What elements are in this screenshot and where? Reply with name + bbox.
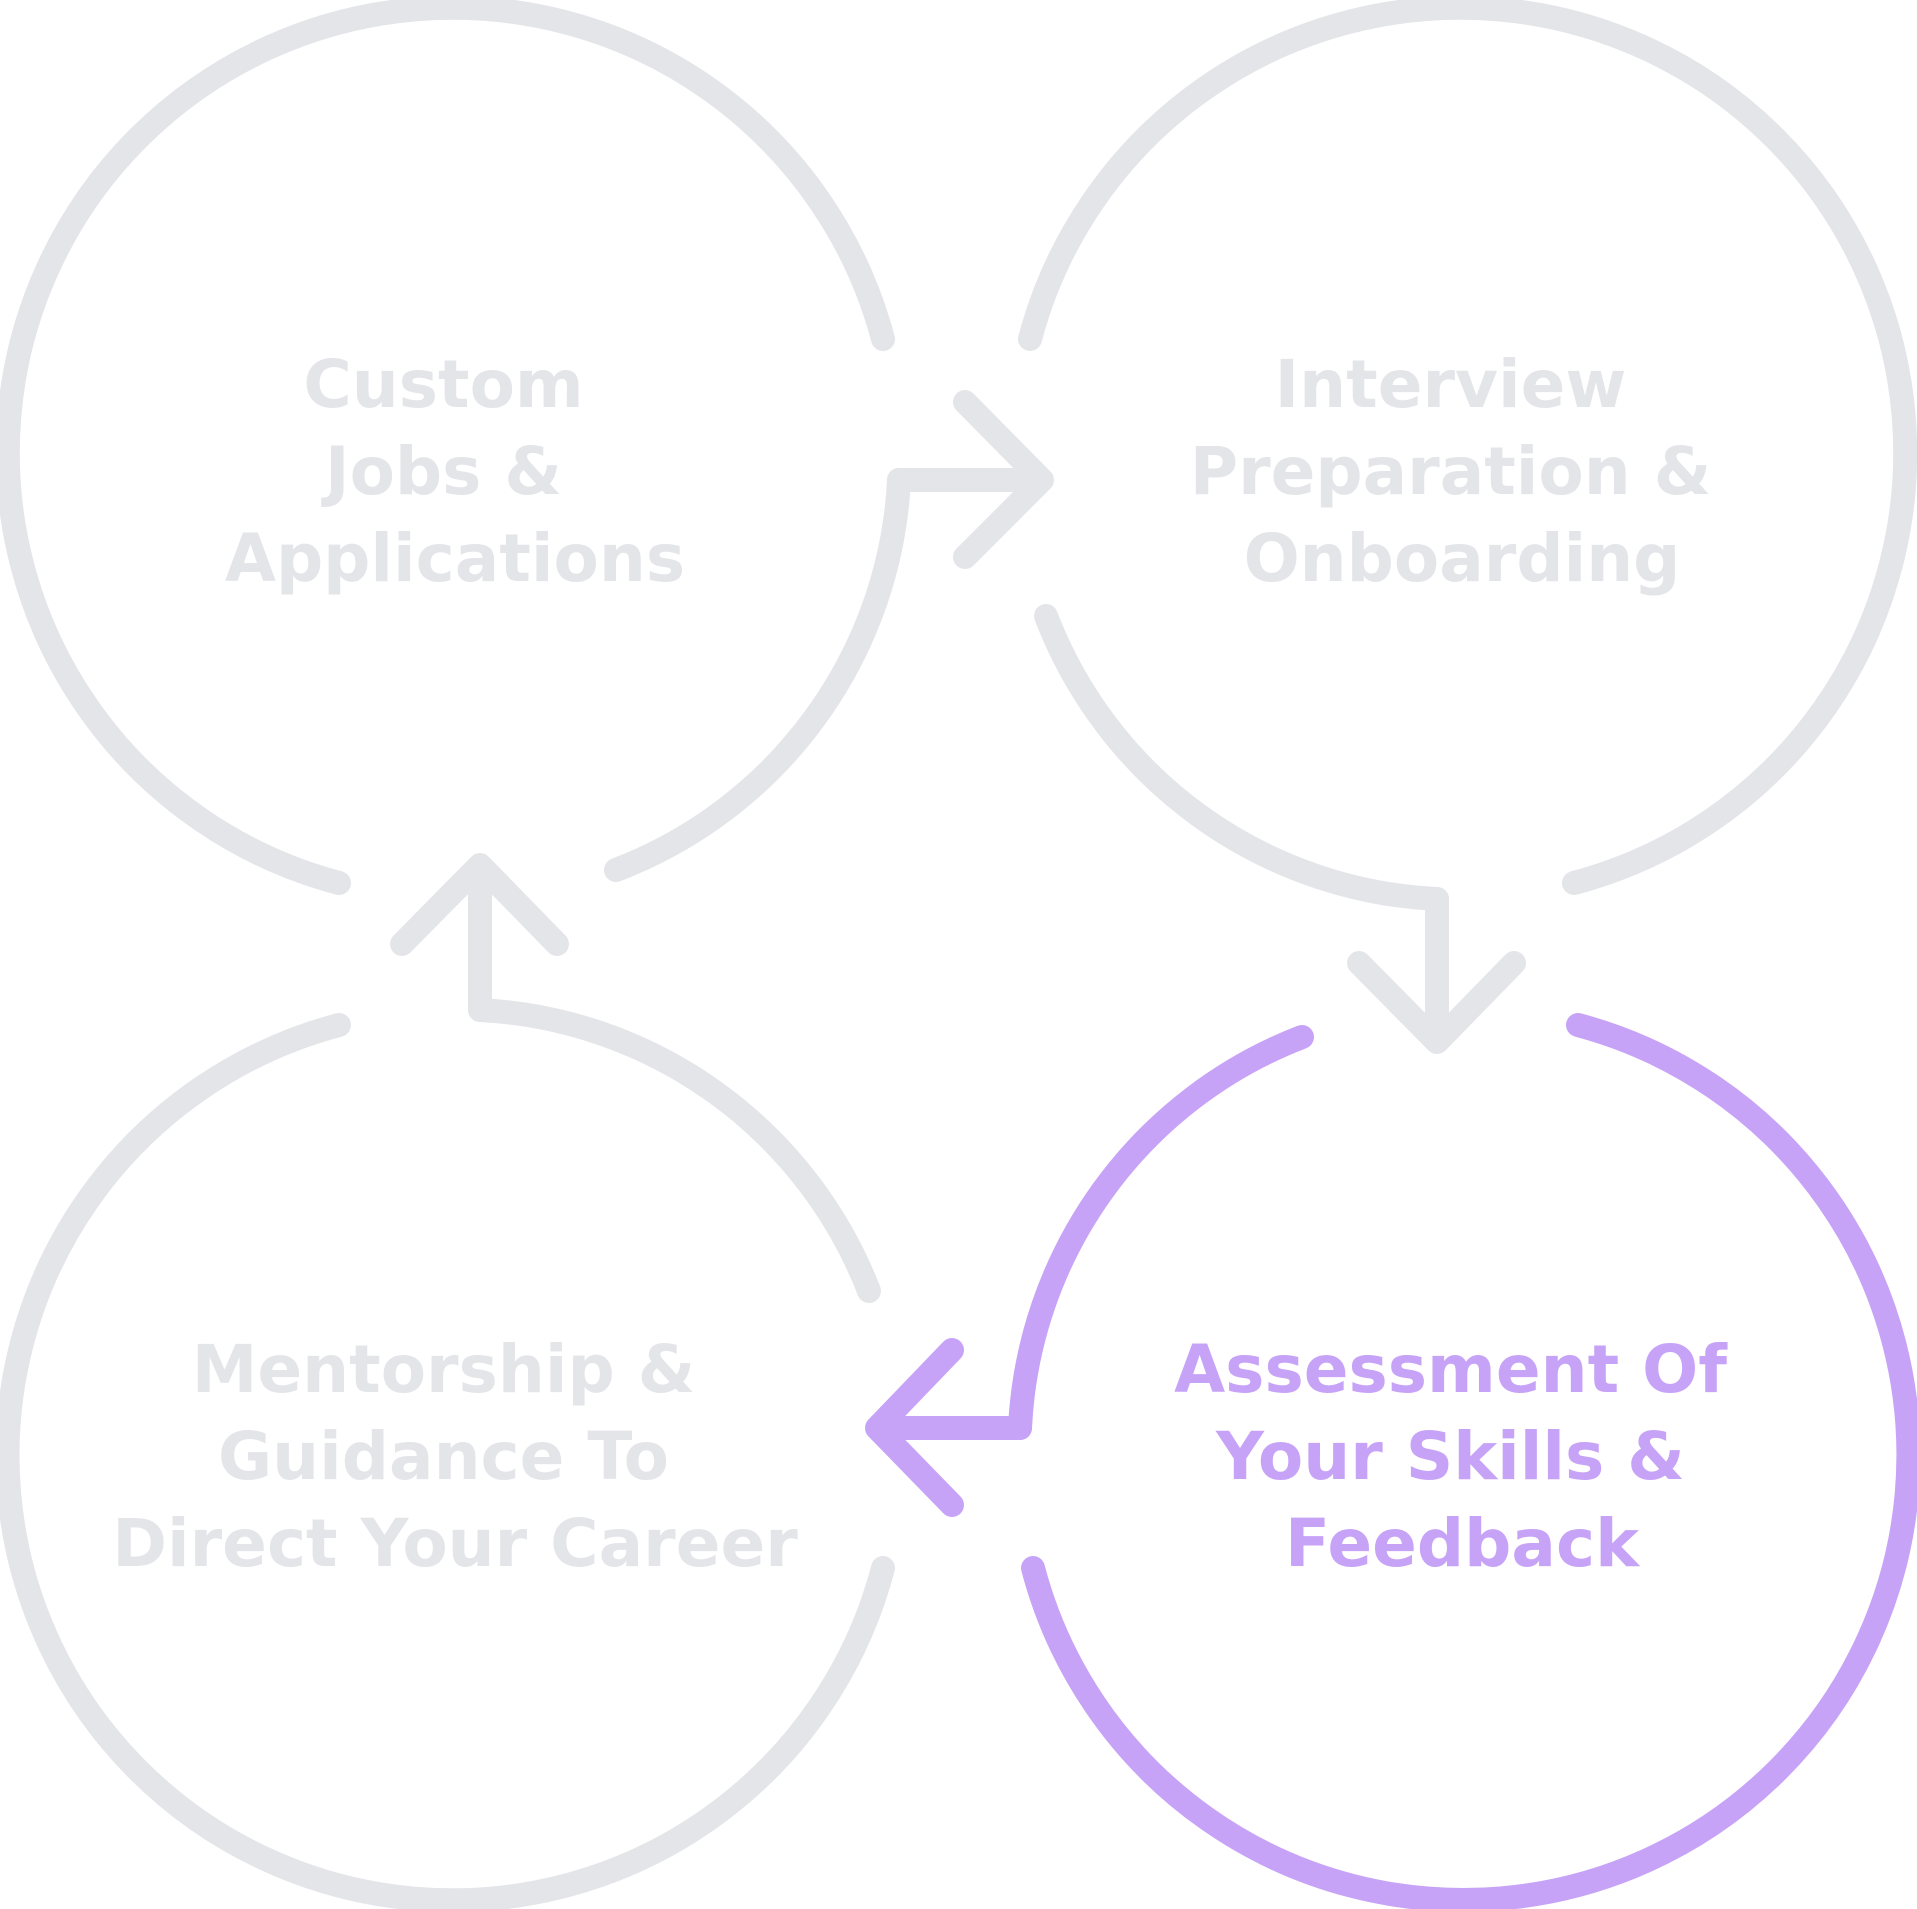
stage-interview-preparation-label: Interview Preparation & Onboarding <box>1190 346 1735 597</box>
stage-assessment: Assessment Of Your Skills & Feedback <box>865 1013 1917 1909</box>
stage-assessment-label: Assessment Of Your Skills & Feedback <box>1174 1331 1750 1582</box>
stage-mentorship-line-2: Guidance To <box>218 1418 669 1495</box>
stage-assessment-ring <box>1021 1013 1917 1909</box>
stage-assessment-line-2: Your Skills & <box>1215 1418 1685 1495</box>
stage-interview-preparation-ring <box>1018 0 1917 895</box>
stage-assessment-line-1: Assessment Of <box>1174 1331 1728 1408</box>
stage-mentorship-label: Mentorship & Guidance To Direct Your Car… <box>112 1331 798 1582</box>
stage-custom-jobs-ring <box>0 0 895 895</box>
arrow-to-assessment-icon <box>1347 887 1526 1054</box>
stage-custom-jobs-label: Custom Jobs & Applications <box>225 346 685 597</box>
stage-custom-jobs: Custom Jobs & Applications <box>0 0 1054 895</box>
stage-interview-preparation-line-3: Onboarding <box>1244 520 1681 597</box>
stage-custom-jobs-line-2: Jobs & <box>321 433 562 510</box>
stage-custom-jobs-connector-arc <box>604 468 911 882</box>
arrow-to-custom-jobs-icon <box>390 853 569 1022</box>
stage-mentorship-line-1: Mentorship & <box>192 1331 696 1408</box>
stage-mentorship: Mentorship & Guidance To Direct Your Car… <box>0 853 895 1909</box>
stage-custom-jobs-line-1: Custom <box>303 346 583 423</box>
arrow-to-interview-icon <box>887 390 1054 569</box>
stage-mentorship-ring <box>0 1013 895 1909</box>
arrow-to-mentorship-icon <box>865 1338 1032 1517</box>
stage-mentorship-line-3: Direct Your Career <box>112 1505 798 1582</box>
stage-custom-jobs-line-3: Applications <box>225 520 685 597</box>
stage-interview-preparation-line-1: Interview <box>1275 346 1627 423</box>
stage-interview-preparation-line-2: Preparation & <box>1190 433 1712 510</box>
stage-assessment-line-3: Feedback <box>1285 1505 1641 1582</box>
stage-interview-preparation-connector-arc <box>1034 604 1449 911</box>
stage-interview-preparation: Interview Preparation & Onboarding <box>1018 0 1917 1054</box>
stage-mentorship-connector-arc <box>468 998 881 1303</box>
stage-assessment-connector-arc <box>1008 1025 1314 1440</box>
